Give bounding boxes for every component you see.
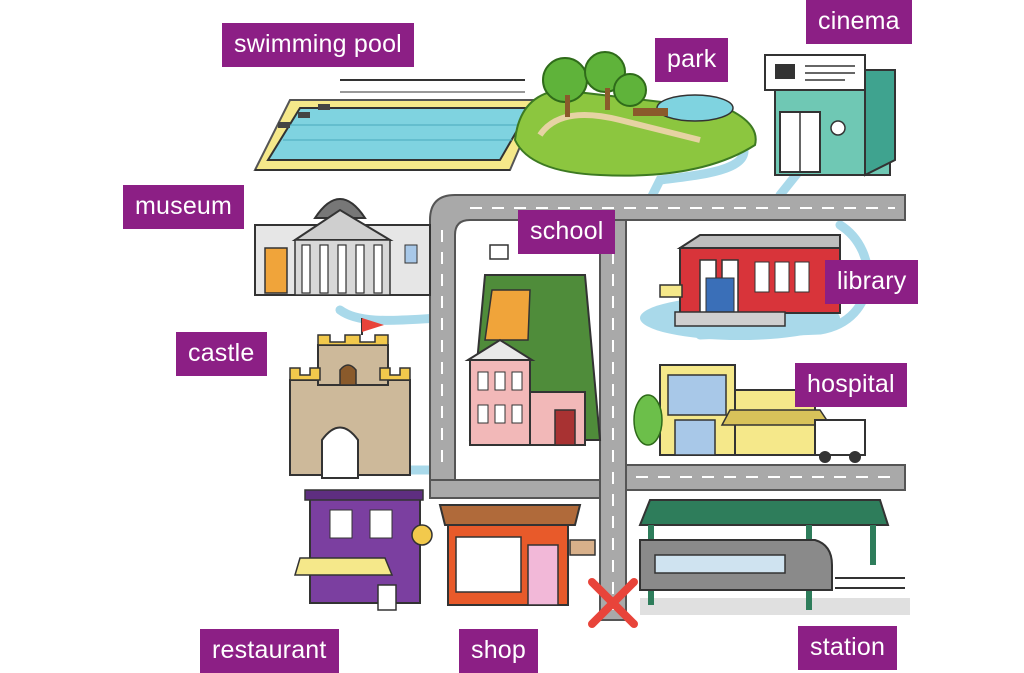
castle-illustration (289, 318, 411, 479)
library-illustration (640, 234, 841, 340)
label-restaurant: restaurant (200, 629, 339, 673)
museum-illustration (254, 198, 431, 296)
swimming-pool-illustration (253, 79, 542, 171)
park-illustration (513, 51, 757, 177)
label-swimming-pool: swimming pool (222, 23, 414, 67)
label-castle: castle (176, 332, 267, 376)
label-station: station (798, 626, 898, 670)
road-network (429, 194, 906, 621)
label-hospital: hospital (795, 363, 907, 407)
label-museum: museum (123, 185, 245, 229)
cinema-illustration (764, 54, 896, 177)
shop-illustration (438, 504, 596, 606)
restaurant-illustration (293, 489, 433, 611)
hospital-illustration (633, 364, 866, 463)
label-park: park (655, 38, 729, 82)
label-library: library (825, 260, 919, 304)
school-illustration (464, 244, 602, 446)
label-cinema: cinema (806, 0, 912, 44)
red-x-marker-icon (588, 578, 638, 628)
label-shop: shop (459, 629, 539, 673)
label-school: school (518, 210, 616, 254)
station-illustration (638, 499, 910, 615)
